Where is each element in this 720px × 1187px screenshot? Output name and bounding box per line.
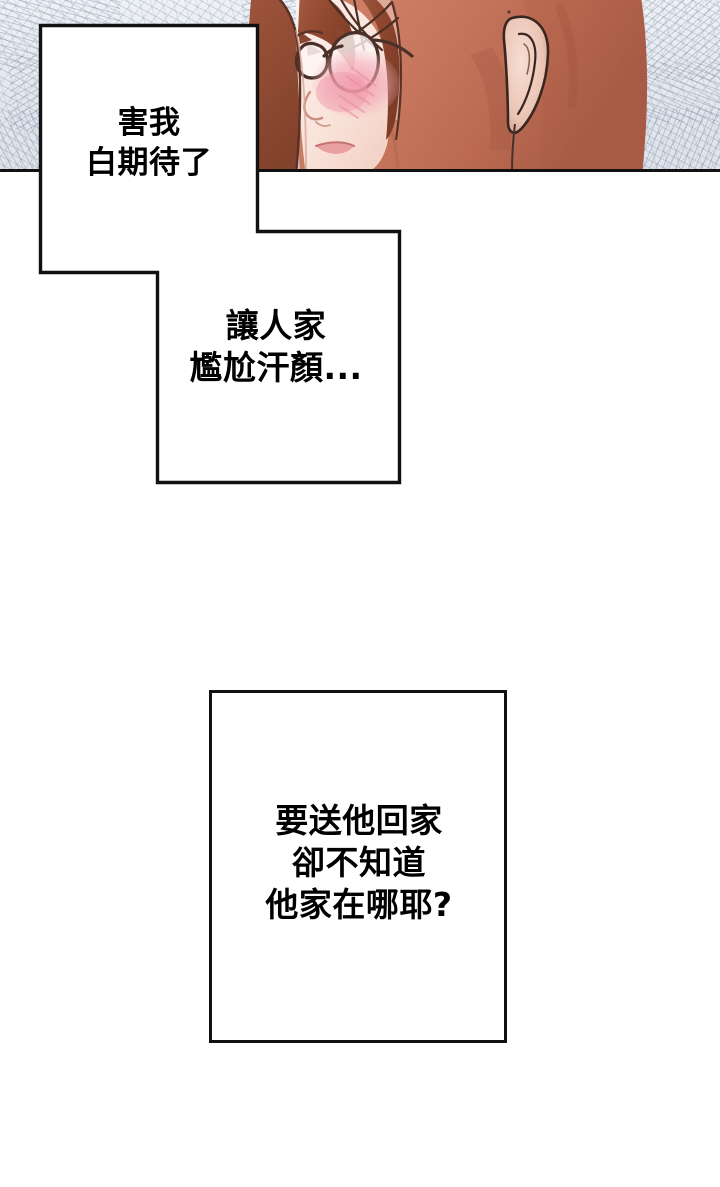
panel-bottom-border [0,169,720,172]
balloon-3-text: 要送他回家 卻不知道 他家在哪耶? [265,801,453,925]
speech-balloon-step [38,23,404,489]
balloon-1-text: 害我 白期待了 [86,105,212,181]
top-comic-panel [0,0,720,172]
balloon-2-text: 讓人家 尷尬汗顏... [189,306,363,388]
characters-artwork [0,0,720,172]
speech-balloon-rect [209,690,507,1043]
